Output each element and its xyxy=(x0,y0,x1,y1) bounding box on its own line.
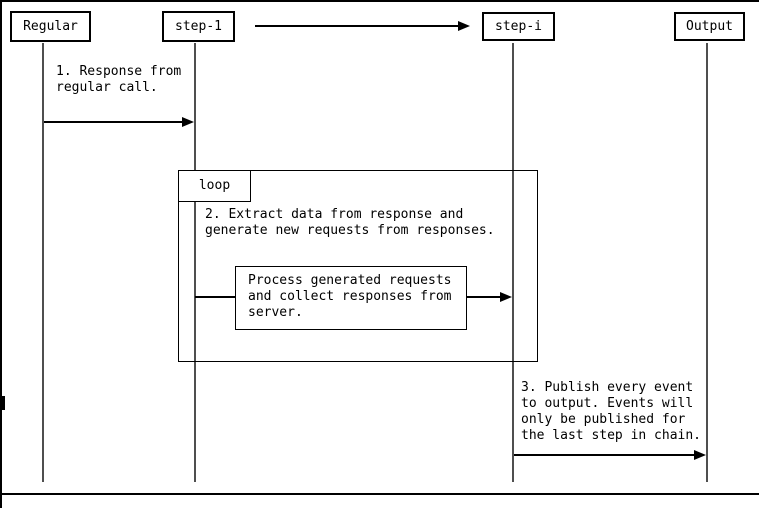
frame-bottom-border xyxy=(0,493,759,495)
arrow-head-icon xyxy=(694,450,706,460)
participant-output-label: Output xyxy=(686,18,733,34)
header-arrow-step1-to-stepi xyxy=(255,25,458,27)
process-box-arrow-out xyxy=(467,296,501,298)
lifeline-output xyxy=(706,43,708,482)
lifeline-step-1 xyxy=(194,43,196,482)
participant-step-1-label: step-1 xyxy=(175,18,222,34)
arrow-head-icon xyxy=(182,117,194,127)
participant-step-1: step-1 xyxy=(162,11,235,42)
process-box-connector-in xyxy=(195,296,235,298)
process-box: Process generated requests and collect r… xyxy=(235,266,467,330)
lifeline-regular xyxy=(42,43,44,482)
loop-fragment xyxy=(178,170,538,362)
participant-regular: Regular xyxy=(10,11,91,42)
message-3-label: 3. Publish every event to output. Events… xyxy=(521,380,702,443)
participant-output: Output xyxy=(674,12,745,41)
participant-regular-label: Regular xyxy=(23,18,78,34)
arrow-head-icon xyxy=(458,21,470,31)
frame-top-border xyxy=(0,0,759,2)
frame-left-border xyxy=(0,0,2,508)
lifeline-step-i xyxy=(512,43,514,482)
message-3-arrow xyxy=(514,454,695,456)
loop-label-box: loop xyxy=(178,170,251,202)
arrow-head-icon xyxy=(500,292,512,302)
left-edge-notch xyxy=(0,396,5,410)
message-1-arrow xyxy=(44,121,183,123)
participant-step-i-label: step-i xyxy=(495,18,542,34)
message-1-label: 1. Response from regular call. xyxy=(56,64,182,95)
loop-label: loop xyxy=(198,178,231,193)
participant-step-i: step-i xyxy=(482,12,555,41)
message-2-label: 2. Extract data from response and genera… xyxy=(205,207,495,238)
